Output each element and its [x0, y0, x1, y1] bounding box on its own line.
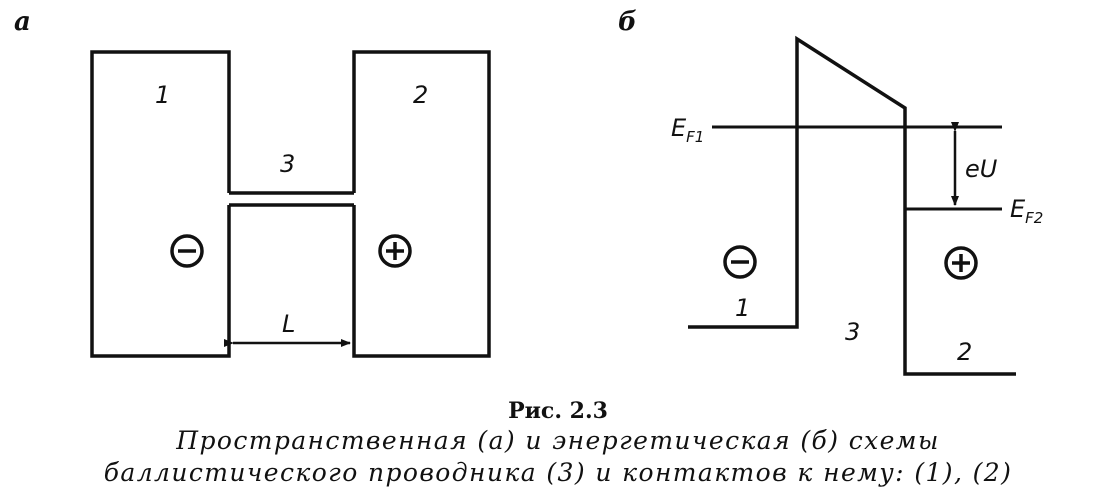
- caption-line-1: Пространственная (а) и энергетическая (б…: [176, 426, 940, 455]
- panel-a-letter: а: [14, 7, 31, 37]
- conductor-label: 3: [280, 150, 295, 178]
- region-2-label: 2: [957, 338, 972, 366]
- panel-a: а 1 2 3 L: [14, 7, 491, 358]
- region-1-label: 1: [735, 294, 750, 322]
- minus-charge-icon: [723, 245, 757, 279]
- band-profile: [688, 35, 1016, 376]
- caption-line-2: баллистического проводника (3) и контакт…: [103, 458, 1013, 487]
- contact-1-label: 1: [155, 81, 170, 109]
- contact-1-outline: [90, 50, 231, 358]
- minus-charge-icon: [170, 234, 204, 268]
- contact-2-outline: [352, 50, 491, 358]
- contact-2-label: 2: [413, 81, 428, 109]
- fermi-level-right-label: EF2: [1010, 195, 1043, 227]
- region-3-label: 3: [845, 318, 860, 346]
- length-label: L: [282, 310, 295, 338]
- plus-charge-icon: [378, 234, 412, 268]
- fermi-level-left-label: EF1: [671, 114, 704, 146]
- panel-b-letter: б: [618, 7, 637, 37]
- voltage-label: eU: [965, 155, 998, 183]
- plus-charge-icon: [944, 246, 978, 280]
- panel-b: б EF1 EF2 eU 1 3 2: [618, 7, 1043, 376]
- figure-title: Рис. 2.3: [508, 398, 608, 424]
